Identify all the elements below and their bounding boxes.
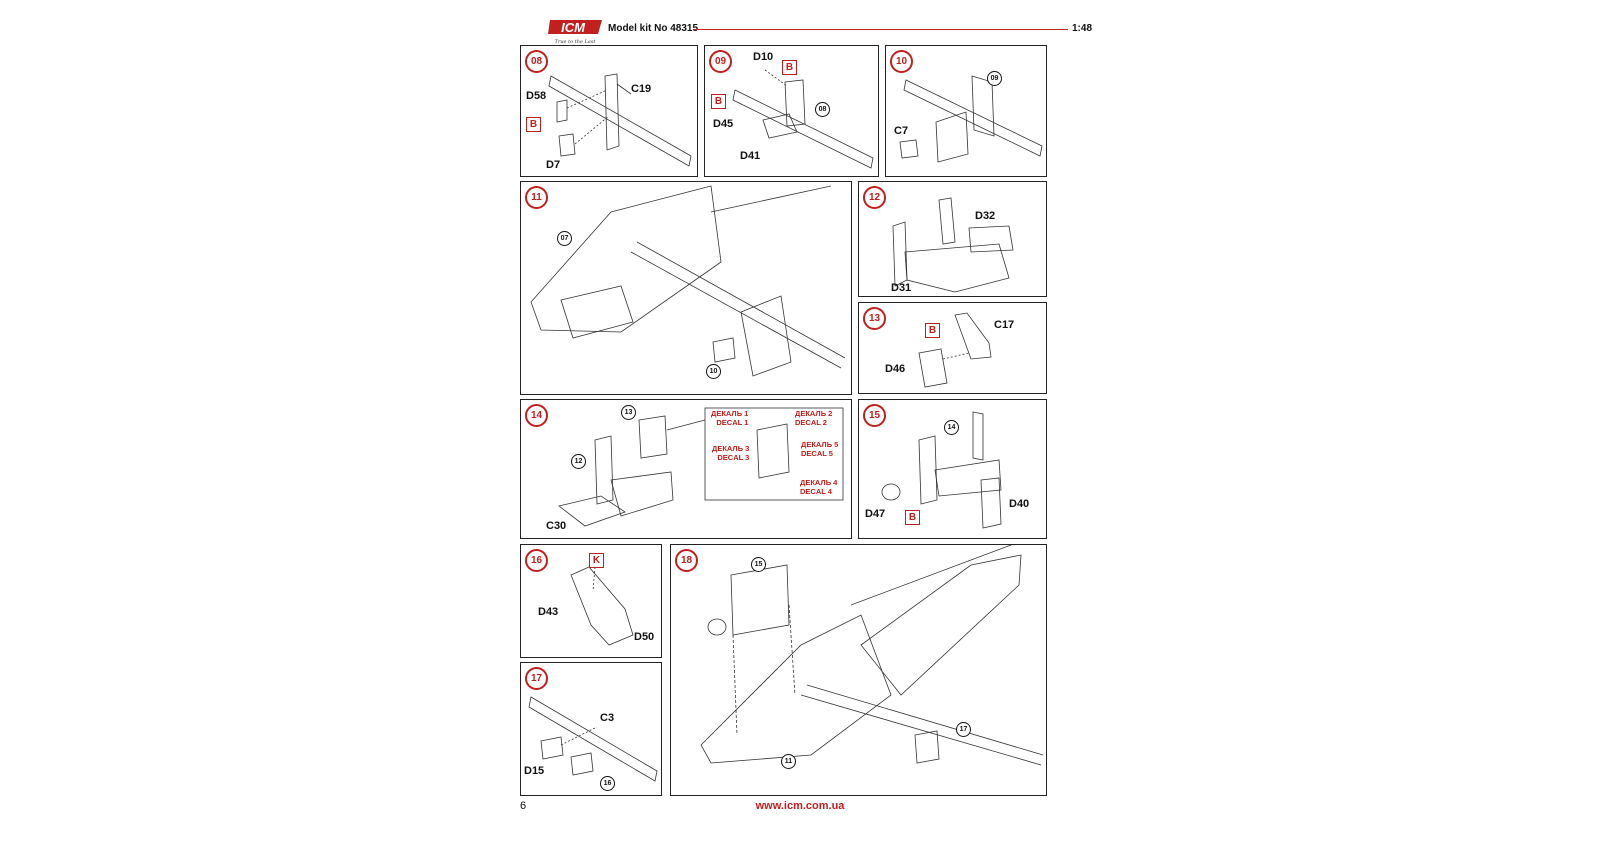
step-number: 11 [525,186,548,209]
step-number: 16 [525,549,548,572]
step-13-panel: 13 C17 D46 B [858,302,1047,394]
step-17-drawing [528,696,658,782]
part-label: D40 [1009,498,1030,510]
step-13-drawing [918,312,992,388]
part-label: D58 [526,90,547,102]
step-number: 17 [525,667,548,690]
step-reference: 14 [944,420,959,435]
svg-text:True to the Last: True to the Last [555,39,597,45]
part-label: D45 [713,118,734,130]
color-marker: B [782,60,797,75]
svg-text:ICM: ICM [561,20,586,35]
step-12-drawing [892,197,1014,293]
instruction-page: ICM True to the Last Model kit No 48315 … [520,0,1100,850]
step-15-panel: 15 D47 D40 B 14 [858,399,1047,539]
step-reference: 08 [815,102,830,117]
step-16-panel: 16 D43 D50 K [520,544,662,658]
step-15-drawing [881,411,1002,529]
step-number: 15 [863,404,886,427]
step-10-panel: 10 C7 09 [885,45,1047,177]
part-label: D32 [975,210,996,222]
step-reference: 07 [557,231,572,246]
page-header: ICM True to the Last Model kit No 48315 … [540,14,1100,50]
step-number: 09 [709,50,732,73]
part-label: D46 [885,363,906,375]
step-11-panel: 11 07 10 [520,181,852,395]
step-11-drawing [530,185,846,377]
step-reference: 11 [781,754,796,769]
step-09-panel: 09 D10 D45 D41 B B 08 [704,45,879,177]
color-marker: B [905,510,920,525]
part-label: C3 [600,712,615,724]
step-number: 08 [525,50,548,73]
icm-logo: ICM True to the Last [546,18,608,48]
step-10-drawing [899,75,1043,163]
color-marker: B [711,94,726,109]
header-rule [694,29,1068,30]
step-12-panel: 12 D32 D31 [858,181,1047,297]
part-label: D47 [865,508,886,520]
part-label: D31 [891,282,912,294]
part-label: C7 [894,125,909,137]
part-label: C30 [546,520,567,532]
step-reference: 12 [571,454,586,469]
color-marker: K [589,553,604,568]
part-label: C19 [631,83,652,95]
kit-number: Model kit No 48315 [608,23,699,34]
part-label: D41 [740,150,761,162]
scale-label: 1:48 [1071,23,1092,34]
part-label: D50 [634,631,655,643]
step-18-drawing [700,545,1044,766]
website-link[interactable]: www.icm.com.ua [755,800,845,812]
part-label: D10 [753,51,774,63]
step-reference: 15 [751,557,766,572]
part-label: D15 [524,765,545,777]
step-18-panel: 18 15 17 11 [670,544,1047,796]
step-08-panel: 08 C19 D58 D7 B [520,45,698,177]
step-14-drawing [558,407,844,527]
step-reference: 16 [600,776,615,791]
part-label: D43 [538,606,559,618]
step-number: 10 [890,50,913,73]
part-label: C17 [994,319,1015,331]
step-reference: 17 [956,722,971,737]
part-label: D7 [546,159,561,171]
step-reference: 09 [987,71,1002,86]
step-reference: 10 [706,364,721,379]
page-number: 6 [520,800,527,812]
step-number: 12 [863,186,886,209]
step-number: 14 [525,404,548,427]
step-number: 13 [863,307,886,330]
color-marker: B [925,323,940,338]
step-17-panel: 17 C3 D15 16 [520,662,662,796]
step-08-drawing [548,73,692,167]
step-number: 18 [675,549,698,572]
step-09-drawing [732,69,874,169]
color-marker: B [526,117,541,132]
step-reference: 13 [621,405,636,420]
